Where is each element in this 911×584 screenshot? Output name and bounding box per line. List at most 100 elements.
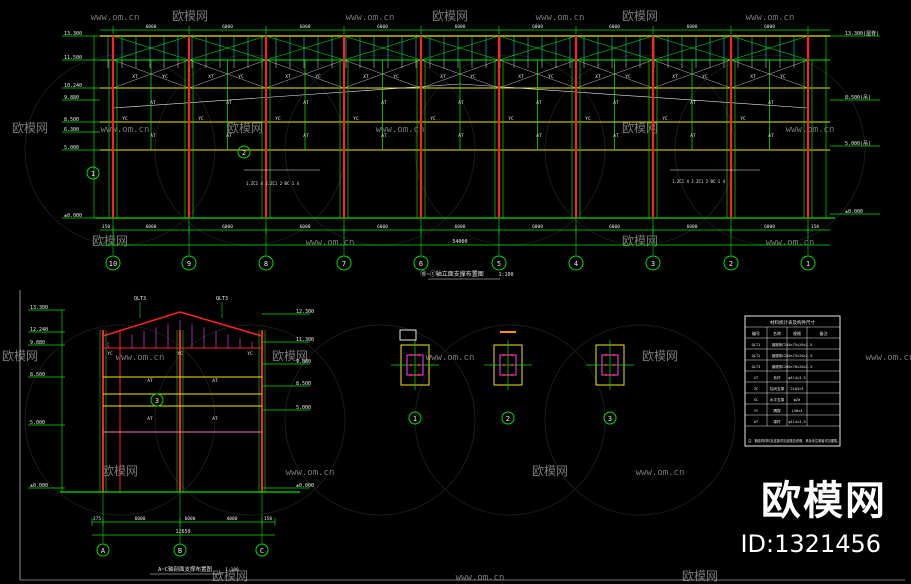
bolt [510,363,514,367]
member-tag: YC [430,116,436,122]
member-tag: AT [768,133,774,139]
dim-text: 6000 [222,24,233,30]
dim-text: 6000 [609,24,620,30]
watermark-arc [414,324,606,516]
watermark-text: 欧模网 [642,349,678,363]
axis-bubble [645,255,661,271]
member-tag: AT [458,100,464,106]
table-header: 备注 [820,330,828,336]
axis-label: B [178,547,182,555]
watermark-text: www.om.cn [786,125,835,135]
bolt [409,353,413,357]
member-tag: XT [750,74,756,80]
member-tag: AT [226,133,232,139]
bolt [510,373,514,377]
watermark-text: 欧模网 [212,569,248,583]
bolt [604,373,608,377]
watermark-text: www.om.cn [91,13,140,23]
dim-text: 6000 [455,24,466,30]
member-tag: QLT3 [216,296,228,302]
slope-line [459,83,809,109]
bolt [502,353,506,357]
bolt [417,363,421,367]
table-cell: L50×4 [792,409,803,413]
elev-label: 6.300 [64,127,79,133]
axis-label: 1 [806,260,810,268]
dim-text: 6000 [146,224,157,230]
detail-bolt-group [601,354,619,376]
elev-label: 13.300 [64,31,82,37]
member-tag: YC [508,116,514,122]
table-cell: C250×75×20×2.5 [782,354,812,358]
axis-label: 6 [419,260,423,268]
dim-text: 6000 [532,224,543,230]
detail-bubble [408,411,422,425]
member-tag: YC [780,74,786,80]
member-tag: AT [690,133,696,139]
axis-label: 7 [342,260,346,268]
watermark-text: www.om.cn [116,353,165,363]
member-tag: AT [768,100,774,106]
elev-label: 8.500 [296,381,311,387]
elev-label: ±0.000 [296,483,314,489]
callout-label: 1 [91,170,95,178]
watermark-brand: 欧模网 [761,478,887,524]
detail-bolt-group [499,354,517,376]
member-tag: XT [363,74,369,80]
table-cell: 钢檩条 [772,364,783,369]
elev-label: ±0.000 [64,213,82,219]
member-tag: AT [212,416,218,422]
member-tag: AT [536,133,542,139]
member-tag: YC [198,116,204,122]
watermark-text: 欧模网 [622,234,658,248]
table-cell: ZC [754,387,758,391]
bolt [417,373,421,377]
elev-label: 13.300 [30,305,48,311]
elev-label: ±0.000 [30,483,48,489]
table-cell: φ114×3.5 [788,376,805,380]
table-cell: YC [754,409,758,413]
bolt [510,353,514,357]
dim-text: 150 [811,224,819,230]
member-tag: XT [672,74,678,80]
watermark-text: 欧模网 [532,464,568,478]
elev-label: 12.300 [296,309,314,315]
axis-bubble [491,255,507,271]
member-tag: AT [150,133,156,139]
axis-label: 3 [651,260,655,268]
elev-label: 8.500 [64,117,79,123]
dim-text: 150 [102,224,110,230]
member-tag: YC [275,116,281,122]
watermark-arc [544,324,736,516]
axis-label: C [260,547,264,555]
watermark-text: www.om.cn [766,238,815,248]
elev-label: 11.500 [64,55,82,61]
member-tag: AT [303,133,309,139]
member-tag: YC [393,74,399,80]
table-cell: φ114×3.5 [788,420,805,424]
dim-text: 6000 [377,24,388,30]
axis-bubble [258,255,274,271]
bolt [612,363,616,367]
elev-label: 5.000 [30,420,45,426]
detail-group: 1 [391,340,439,425]
bolt [502,363,506,367]
member-tag: AT [212,378,218,384]
table-cell: φ20 [794,398,801,402]
member-tag: YC [162,74,168,80]
table-frame [744,315,841,447]
table-cell: 柱间支撑 [770,386,785,391]
member-tag: AT [150,100,156,106]
watermark-text: www.om.cn [536,13,585,23]
elev-label: 12.240 [30,327,48,333]
detail-label: 2 [506,415,510,423]
total-dim-text: 54000 [452,239,467,245]
table-cell: 系杆 [773,375,781,380]
roof-brace [498,35,577,61]
table-cell: 钢檩条 [772,353,783,358]
note-text: 1.ZC1 4 J.ZC1 2 BC 1 4 [672,179,726,184]
watermark-text: 欧模网 [12,121,48,135]
